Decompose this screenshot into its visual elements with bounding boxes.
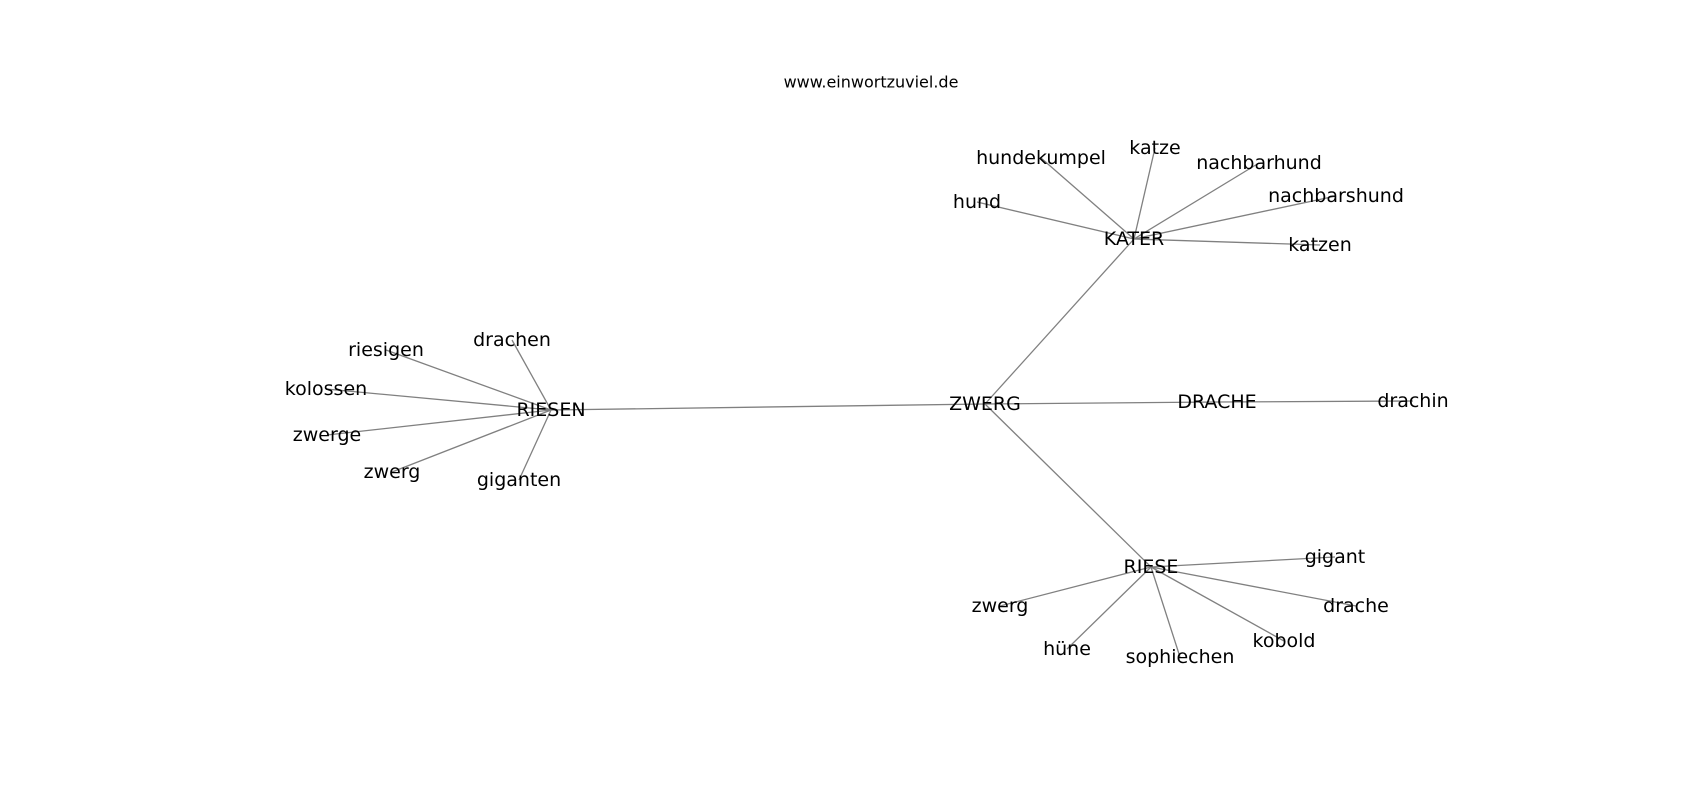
edge-drache-drachin	[1216, 400, 1414, 403]
node-label-drachin: drachin	[1377, 390, 1448, 412]
edge-kater-nachbarhund	[1133, 162, 1260, 240]
node-label-zwerg_riesen: zwerg	[364, 461, 421, 483]
edge-riese-gigant	[1150, 556, 1336, 568]
node-label-zwerg: ZWERG	[949, 393, 1021, 415]
edge-riese-sophiechen	[1150, 566, 1181, 658]
node-label-hundekumpel: hundekumpel	[976, 147, 1106, 169]
node-label-drachen: drachen	[473, 329, 551, 351]
node-label-riese: RIESE	[1124, 556, 1179, 578]
edge-zwerg-riesen	[550, 403, 986, 411]
node-label-nachbarhund: nachbarhund	[1196, 152, 1322, 174]
node-label-kobold: kobold	[1253, 630, 1316, 652]
edge-zwerg-riese	[984, 403, 1152, 568]
node-label-giganten: giganten	[477, 469, 561, 491]
edge-riese-kobold	[1150, 566, 1285, 642]
graph-nodes: ZWERG RIESEN KATER DRACHE RIESE drachin riesig…	[285, 137, 1449, 668]
node-label-katze: katze	[1129, 137, 1180, 159]
node-label-hund: hund	[953, 191, 1001, 213]
edge-riesen-zwerge	[326, 409, 552, 436]
edge-riesen-drachen	[511, 339, 552, 411]
edge-kater-katze	[1133, 147, 1156, 240]
edge-riese-drache	[1150, 566, 1357, 607]
node-label-katzen: katzen	[1288, 234, 1351, 256]
node-label-gigant: gigant	[1305, 546, 1366, 568]
edge-kater-katzen	[1133, 238, 1321, 246]
node-label-zwerg_riese: zwerg	[972, 595, 1029, 617]
node-label-kater: KATER	[1104, 228, 1164, 250]
edge-riesen-kolossen	[325, 388, 552, 411]
edge-riesen-zwerg_riesen	[391, 409, 552, 473]
edge-riese-zwerg_riese	[999, 566, 1152, 607]
edge-kater-hund	[976, 201, 1135, 240]
node-label-nachbarshund: nachbarshund	[1268, 185, 1404, 207]
node-label-drache: DRACHE	[1177, 391, 1256, 413]
edge-riese-huene	[1066, 566, 1152, 650]
node-label-kolossen: kolossen	[285, 378, 367, 400]
node-label-riesen: RIESEN	[516, 399, 585, 421]
node-label-huene: hüne	[1043, 638, 1091, 660]
node-label-drache: drache	[1323, 595, 1389, 617]
node-label-sophiechen: sophiechen	[1126, 646, 1235, 668]
edge-kater-nachbarshund	[1133, 195, 1337, 240]
edge-riesen-giganten	[518, 409, 552, 481]
site-title: www.einwortzuviel.de	[784, 73, 959, 92]
edge-zwerg-kater	[984, 238, 1135, 405]
edge-kater-hundekumpel	[1040, 157, 1135, 240]
edge-zwerg-drache	[984, 401, 1218, 405]
edge-riesen-riesigen	[385, 349, 552, 411]
node-label-zwerge: zwerge	[293, 424, 361, 446]
graph-edges	[325, 147, 1414, 658]
node-label-riesigen: riesigen	[348, 339, 424, 361]
